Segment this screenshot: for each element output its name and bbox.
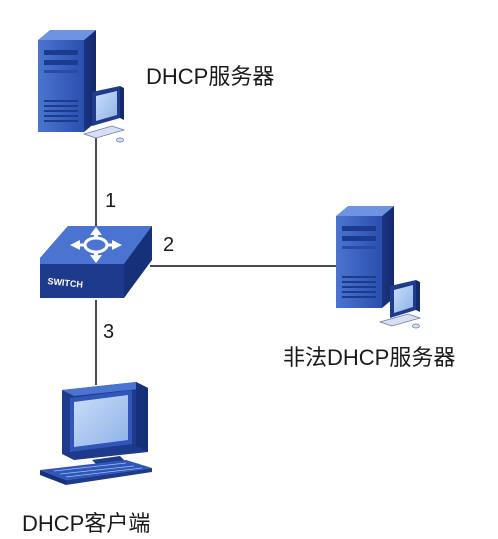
dhcp-client-pc-icon	[40, 382, 152, 485]
switch-device	[40, 226, 152, 298]
dhcp-server-icon	[38, 30, 126, 143]
link-lines	[95, 138, 342, 385]
link-1-label: 1	[105, 190, 117, 212]
dhcp-client-label: DHCP客户端	[22, 511, 151, 536]
dhcp-server-label: DHCP服务器	[146, 64, 275, 89]
switch-arrows-icon	[70, 227, 122, 263]
link-2-label: 2	[163, 234, 175, 256]
rogue-dhcp-server-icon	[336, 206, 422, 329]
rogue-dhcp-server-label: 非法DHCP服务器	[283, 345, 456, 370]
link-3-label: 3	[103, 321, 115, 343]
